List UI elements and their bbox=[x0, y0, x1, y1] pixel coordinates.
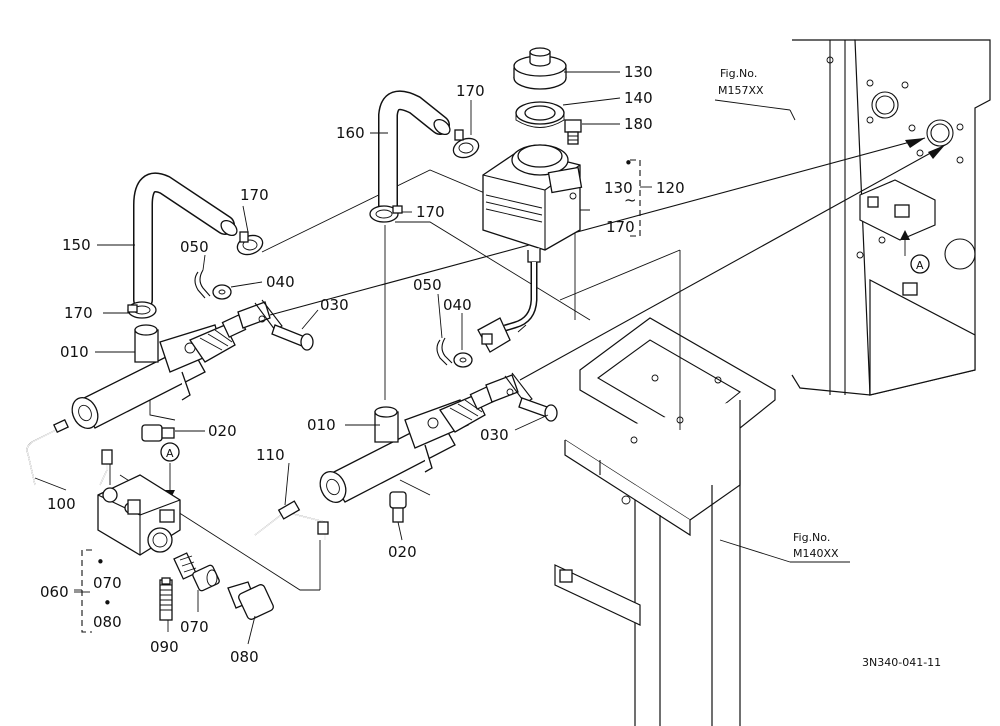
hose-150 bbox=[133, 172, 238, 310]
reservoir-tank bbox=[477, 144, 583, 353]
svg-text:Fig.No.: Fig.No. bbox=[720, 67, 757, 80]
label-160: 160 bbox=[336, 124, 365, 142]
clamp-170-left bbox=[127, 301, 157, 319]
label-090: 090 bbox=[150, 638, 179, 656]
label-140: 140 bbox=[624, 89, 653, 107]
label-020: 020 bbox=[388, 543, 417, 561]
plug-180 bbox=[564, 119, 582, 145]
plug-080 bbox=[227, 581, 274, 620]
range-bracket-120: • ~ bbox=[624, 154, 652, 237]
fig-ref-m140xx: Fig.No. M140XX bbox=[793, 531, 839, 560]
master-cylinder-left bbox=[71, 299, 283, 430]
label-020: 020 bbox=[208, 422, 237, 440]
label-070: 070 bbox=[180, 618, 209, 636]
label-130: 130 bbox=[624, 63, 653, 81]
split-pin-050-left bbox=[194, 269, 211, 299]
svg-text:M140XX: M140XX bbox=[793, 547, 839, 560]
svg-text:M157XX: M157XX bbox=[718, 84, 764, 97]
svg-text:•: • bbox=[624, 154, 633, 172]
label-leaders bbox=[34, 71, 850, 645]
hose-160 bbox=[378, 90, 451, 220]
label-010: 010 bbox=[307, 416, 336, 434]
svg-text:~: ~ bbox=[624, 191, 637, 209]
label-070: 070 bbox=[93, 574, 122, 592]
brake-pipe-110 bbox=[254, 500, 329, 540]
svg-text:•: • bbox=[96, 553, 105, 571]
svg-text:Fig.No.: Fig.No. bbox=[793, 531, 830, 544]
arrow-head-icon bbox=[928, 145, 945, 159]
label-050: 050 bbox=[413, 276, 442, 294]
washer-040-right bbox=[453, 352, 473, 368]
brake-pipe-100 bbox=[26, 418, 113, 486]
bolt-020-left bbox=[141, 424, 175, 442]
range-bracket-060: • • bbox=[74, 549, 112, 633]
fitting-070-a bbox=[173, 552, 197, 580]
valve-block-060 bbox=[97, 474, 181, 556]
arrow-head-icon bbox=[900, 230, 910, 240]
clamp-170-right bbox=[369, 205, 403, 223]
label-170-range: 170 bbox=[606, 218, 635, 236]
label-100: 100 bbox=[47, 495, 76, 513]
label-040: 040 bbox=[266, 273, 295, 291]
reservoir-cap bbox=[513, 47, 567, 90]
label-050: 050 bbox=[180, 238, 209, 256]
label-150: 150 bbox=[62, 236, 91, 254]
label-030: 030 bbox=[320, 296, 349, 314]
svg-text:A: A bbox=[916, 259, 924, 272]
pin-030-left bbox=[271, 324, 314, 351]
stud-090 bbox=[159, 577, 173, 621]
label-110: 110 bbox=[256, 446, 285, 464]
clamp-170-top bbox=[452, 129, 480, 159]
seal-140 bbox=[515, 101, 565, 128]
label-080: 080 bbox=[93, 613, 122, 631]
master-cylinder-right bbox=[319, 372, 533, 504]
split-pin-050-right bbox=[436, 337, 453, 366]
part-labels: 130 140 180 170 160 170 130 170 120 170 … bbox=[40, 63, 685, 666]
label-170: 170 bbox=[416, 203, 445, 221]
label-130-range: 130 bbox=[604, 179, 633, 197]
label-030: 030 bbox=[480, 426, 509, 444]
label-170: 170 bbox=[240, 186, 269, 204]
label-120: 120 bbox=[656, 179, 685, 197]
ref-marker-a-right: A bbox=[910, 254, 930, 274]
svg-text:A: A bbox=[166, 447, 174, 460]
label-010: 010 bbox=[60, 343, 89, 361]
label-040: 040 bbox=[443, 296, 472, 314]
frame-panel bbox=[791, 39, 991, 396]
bolt-020-right bbox=[389, 491, 407, 523]
ref-marker-a-left: A bbox=[160, 442, 180, 462]
label-170: 170 bbox=[456, 82, 485, 100]
label-170: 170 bbox=[64, 304, 93, 322]
pin-030-right bbox=[518, 397, 558, 422]
fitting-070-b bbox=[192, 564, 220, 592]
label-080: 080 bbox=[230, 648, 259, 666]
fig-ref-m157xx: Fig.No. M157XX bbox=[718, 67, 764, 97]
svg-text:•: • bbox=[103, 594, 112, 612]
washer-040-left bbox=[212, 284, 232, 300]
assembly-lines bbox=[109, 137, 946, 591]
label-180: 180 bbox=[624, 115, 653, 133]
document-id: 3N340-041-11 bbox=[862, 656, 941, 669]
bracket-stand bbox=[554, 317, 776, 726]
label-060: 060 bbox=[40, 583, 69, 601]
clamp-170-mid bbox=[236, 231, 264, 256]
arrow-head-icon bbox=[905, 138, 925, 148]
